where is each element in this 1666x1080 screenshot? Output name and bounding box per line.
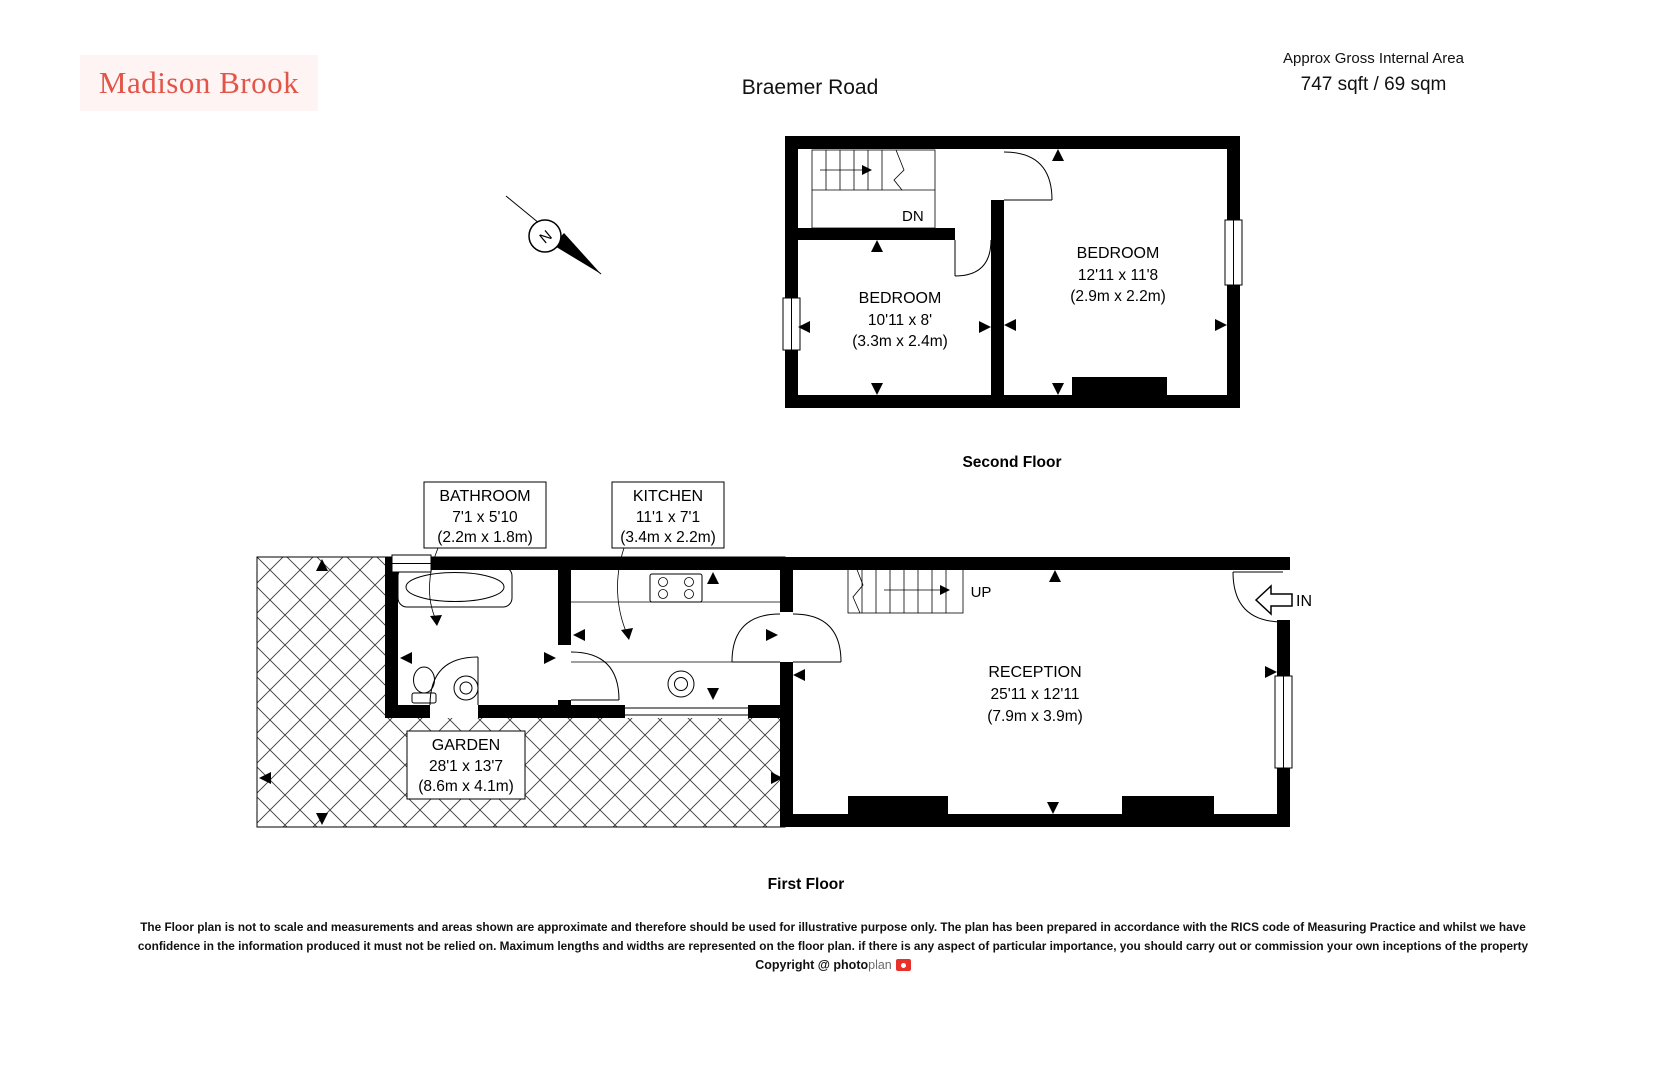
copyright-line: Copyright @ photoplan	[0, 958, 1666, 972]
kitchen-size-metric: (3.4m x 2.2m)	[620, 529, 716, 546]
disclaimer: The Floor plan is not to scale and measu…	[30, 918, 1636, 956]
reception-size-metric: (7.9m x 3.9m)	[987, 708, 1083, 725]
sink-icon	[667, 670, 695, 698]
reception-underlay	[780, 557, 1290, 827]
bedroom2-size-imperial: 12'11 x 11'8	[1078, 267, 1158, 284]
door-arc	[731, 613, 781, 663]
bathroom-label-box: BATHROOM 7'1 x 5'10 (2.2m x 1.8m)	[423, 481, 547, 626]
door-arc	[954, 239, 992, 277]
door-arc	[1003, 151, 1053, 201]
photoplan-brand-light: plan	[868, 958, 892, 972]
garden-label-box: GARDEN 28'1 x 13'7 (8.6m x 4.1m)	[406, 730, 526, 800]
gross-internal-area: Approx Gross Internal Area 747 sqft / 69…	[1201, 50, 1546, 96]
first-floor-windows	[391, 554, 1293, 769]
door-arc	[792, 613, 842, 663]
window	[1224, 219, 1243, 286]
first-floor-doors	[429, 571, 1284, 706]
stairs-down: DN	[811, 149, 936, 229]
compass-icon: N	[505, 195, 602, 275]
page-title: Braemer Road	[741, 76, 879, 99]
copyright-prefix: Copyright @	[755, 958, 830, 972]
first-floor-plan: UP	[256, 481, 1312, 893]
photoplan-brand-bold: photo	[833, 958, 869, 972]
bath-icon	[397, 566, 513, 608]
door-arc	[429, 656, 479, 706]
first-floor-caption: First Floor	[768, 876, 845, 893]
door-arc	[570, 651, 620, 701]
first-floor-walls	[385, 557, 1290, 827]
patio-opening	[625, 707, 748, 716]
window	[391, 554, 432, 573]
reception-name: RECEPTION	[988, 664, 1081, 681]
bedroom1-size-metric: (3.3m x 2.4m)	[852, 333, 948, 350]
hob-icon	[649, 573, 703, 603]
window	[782, 297, 801, 351]
kitchen-name: KITCHEN	[633, 488, 703, 505]
entrance-in-arrow: IN	[1254, 584, 1312, 616]
brand-logo: Madison Brook	[80, 55, 318, 111]
bedroom2-name: BEDROOM	[1077, 245, 1160, 262]
chimney-breast	[1072, 377, 1167, 395]
bedroom2-size-metric: (2.9m x 2.2m)	[1070, 288, 1166, 305]
bay-block	[848, 796, 948, 814]
bedroom1-name: BEDROOM	[859, 290, 942, 307]
stairs-dn-label: DN	[902, 208, 924, 225]
area-value: 747 sqft / 69 sqm	[1300, 74, 1447, 95]
second-floor-doors	[954, 151, 1053, 277]
bay-block	[1122, 796, 1214, 814]
measure-arrows-first	[400, 570, 1277, 814]
bathroom-name: BATHROOM	[439, 488, 530, 505]
front-door-arc	[1232, 571, 1284, 623]
basin-icon	[453, 675, 479, 701]
brand-logo-text: Madison Brook	[98, 65, 300, 100]
second-floor-plan: DN BEDROOM 10'11 x 8' (3.3m x 2.4m) BEDR…	[782, 136, 1243, 471]
bathroom-size-metric: (2.2m x 1.8m)	[437, 529, 533, 546]
photoplan-camera-icon	[895, 959, 911, 971]
entrance-in-label: IN	[1296, 593, 1312, 610]
stairs-up: UP	[847, 566, 992, 614]
kitchen-label-box: KITCHEN 11'1 x 7'1 (3.4m x 2.2m)	[611, 481, 725, 640]
second-floor-walls	[785, 136, 1240, 408]
garden-size-metric: (8.6m x 4.1m)	[418, 778, 514, 795]
bathroom-size-imperial: 7'1 x 5'10	[452, 509, 518, 526]
stairs-up-label: UP	[971, 584, 992, 601]
disclaimer-line-1: The Floor plan is not to scale and measu…	[140, 920, 1526, 934]
reception-size-imperial: 25'11 x 12'11	[991, 686, 1080, 703]
toilet-icon	[411, 666, 437, 704]
disclaimer-line-2: confidence in the information produced i…	[137, 939, 1529, 953]
window	[1274, 675, 1293, 769]
area-label: Approx Gross Internal Area	[1283, 50, 1464, 67]
second-floor-windows	[782, 219, 1243, 351]
bedroom1-size-imperial: 10'11 x 8'	[868, 312, 932, 329]
kitchen-size-imperial: 11'1 x 7'1	[636, 509, 700, 526]
measure-arrows-second	[798, 149, 1227, 395]
second-floor-caption: Second Floor	[962, 454, 1061, 471]
measure-arrows-garden	[259, 559, 783, 825]
garden-name: GARDEN	[432, 737, 500, 754]
garden-size-imperial: 28'1 x 13'7	[429, 758, 503, 775]
